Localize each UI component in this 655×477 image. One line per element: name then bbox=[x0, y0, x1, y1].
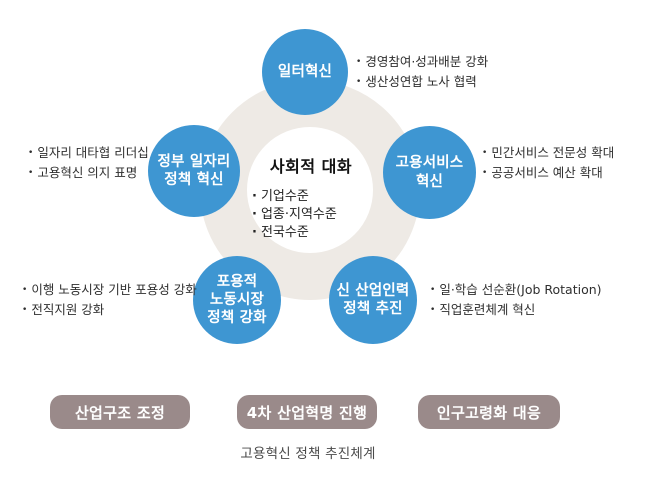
bullet-marker: • bbox=[22, 285, 28, 295]
annotation-text: 직업훈련체계 혁신 bbox=[439, 302, 536, 317]
center-level-label: 업종·지역수준 bbox=[260, 207, 337, 222]
env-box-fourth-industrial-revolution: 4차 산업혁명 진행 bbox=[237, 395, 377, 429]
bullet-marker: • bbox=[356, 57, 362, 67]
annotation-line: •민간서비스 전문성 확대 bbox=[482, 143, 614, 163]
annotation-text: 민간서비스 전문성 확대 bbox=[491, 145, 615, 160]
annotation-line: •직업훈련체계 혁신 bbox=[430, 300, 602, 320]
annotation-text: 고용혁신 의지 표명 bbox=[37, 165, 138, 180]
annotations-new-industry-workforce: •일·학습 선순환(Job Rotation) •직업훈련체계 혁신 bbox=[430, 280, 602, 320]
node-label-line: 포용적 bbox=[216, 273, 258, 290]
env-box-industrial-restructuring: 산업구조 조정 bbox=[50, 395, 190, 429]
bullet-marker: • bbox=[482, 168, 488, 178]
bullet-marker: • bbox=[482, 148, 488, 158]
bullet-marker: • bbox=[22, 305, 28, 315]
env-box-population-aging: 인구고령화 대응 bbox=[418, 395, 560, 429]
node-label-line: 신 산업인력 bbox=[336, 282, 410, 299]
bullet-marker: • bbox=[356, 77, 362, 87]
middot-marker: · bbox=[252, 189, 257, 204]
annotation-line: •고용혁신 의지 표명 bbox=[28, 163, 149, 183]
node-new-industry-workforce: 신 산업인력 정책 추진 bbox=[329, 256, 417, 344]
node-label-line: 정부 일자리 bbox=[157, 153, 231, 170]
node-employment-services: 고용서비스 혁신 bbox=[383, 126, 476, 219]
annotation-line: •경영참여·성과배분 강화 bbox=[356, 52, 488, 72]
annotation-line: •이행 노동시장 기반 포용성 강화 bbox=[22, 280, 197, 300]
annotation-text: 일자리 대타협 리더십 bbox=[37, 145, 149, 160]
node-inclusive-labor-market: 포용적 노동시장 정책 강화 bbox=[193, 256, 281, 344]
center-level-label: 전국수준 bbox=[260, 225, 309, 240]
annotation-line: •생산성연합 노사 협력 bbox=[356, 72, 488, 92]
annotation-text: 전직지원 강화 bbox=[31, 302, 105, 317]
middot-marker: · bbox=[252, 225, 257, 240]
center-level-list: ·기업수준 ·업종·지역수준 ·전국수준 bbox=[240, 188, 382, 242]
center-level-item: ·업종·지역수준 bbox=[252, 206, 382, 224]
bullet-marker: • bbox=[430, 285, 436, 295]
node-label-line: 고용서비스 bbox=[395, 155, 464, 172]
node-label-line: 정책 추진 bbox=[343, 301, 403, 317]
annotations-government-job-policy: •일자리 대타협 리더십 •고용혁신 의지 표명 bbox=[28, 143, 149, 183]
center-hub: 사회적 대화 ·기업수준 ·업종·지역수준 ·전국수준 bbox=[240, 153, 382, 242]
annotation-line: •일·학습 선순환(Job Rotation) bbox=[430, 280, 602, 300]
node-government-job-policy: 정부 일자리 정책 혁신 bbox=[148, 125, 240, 217]
bullet-marker: • bbox=[28, 148, 34, 158]
annotation-text: 이행 노동시장 기반 포용성 강화 bbox=[31, 282, 197, 297]
diagram-caption: 고용혁신 정책 추진체계 bbox=[240, 446, 376, 462]
node-label-line: 혁신 bbox=[415, 173, 444, 190]
annotation-line: •전직지원 강화 bbox=[22, 300, 197, 320]
middot-marker: · bbox=[252, 207, 257, 222]
node-label-line: 정책 강화 bbox=[207, 310, 267, 327]
bullet-marker: • bbox=[28, 168, 34, 178]
bullet-marker: • bbox=[430, 305, 436, 315]
annotations-inclusive-labor-market: •이행 노동시장 기반 포용성 강화 •전직지원 강화 bbox=[22, 280, 197, 320]
center-level-item: ·기업수준 bbox=[252, 188, 382, 206]
annotation-line: •공공서비스 예산 확대 bbox=[482, 163, 614, 183]
annotation-text: 경영참여·성과배분 강화 bbox=[365, 54, 489, 69]
annotation-text: 공공서비스 예산 확대 bbox=[491, 165, 603, 180]
node-workplace-innovation: 일터혁신 bbox=[262, 29, 348, 115]
center-title: 사회적 대화 bbox=[269, 157, 353, 176]
annotations-employment-services: •민간서비스 전문성 확대 •공공서비스 예산 확대 bbox=[482, 143, 614, 183]
annotation-text: 일·학습 선순환(Job Rotation) bbox=[439, 282, 602, 297]
annotation-text: 생산성연합 노사 협력 bbox=[365, 74, 477, 89]
annotation-line: •일자리 대타협 리더십 bbox=[28, 143, 149, 163]
center-level-item: ·전국수준 bbox=[252, 224, 382, 242]
node-label-line: 정책 혁신 bbox=[164, 172, 224, 188]
annotations-workplace-innovation: •경영참여·성과배분 강화 •생산성연합 노사 협력 bbox=[356, 52, 488, 92]
node-label-line: 일터혁신 bbox=[277, 63, 333, 80]
center-level-label: 기업수준 bbox=[260, 189, 309, 204]
node-label-line: 노동시장 bbox=[209, 291, 265, 308]
